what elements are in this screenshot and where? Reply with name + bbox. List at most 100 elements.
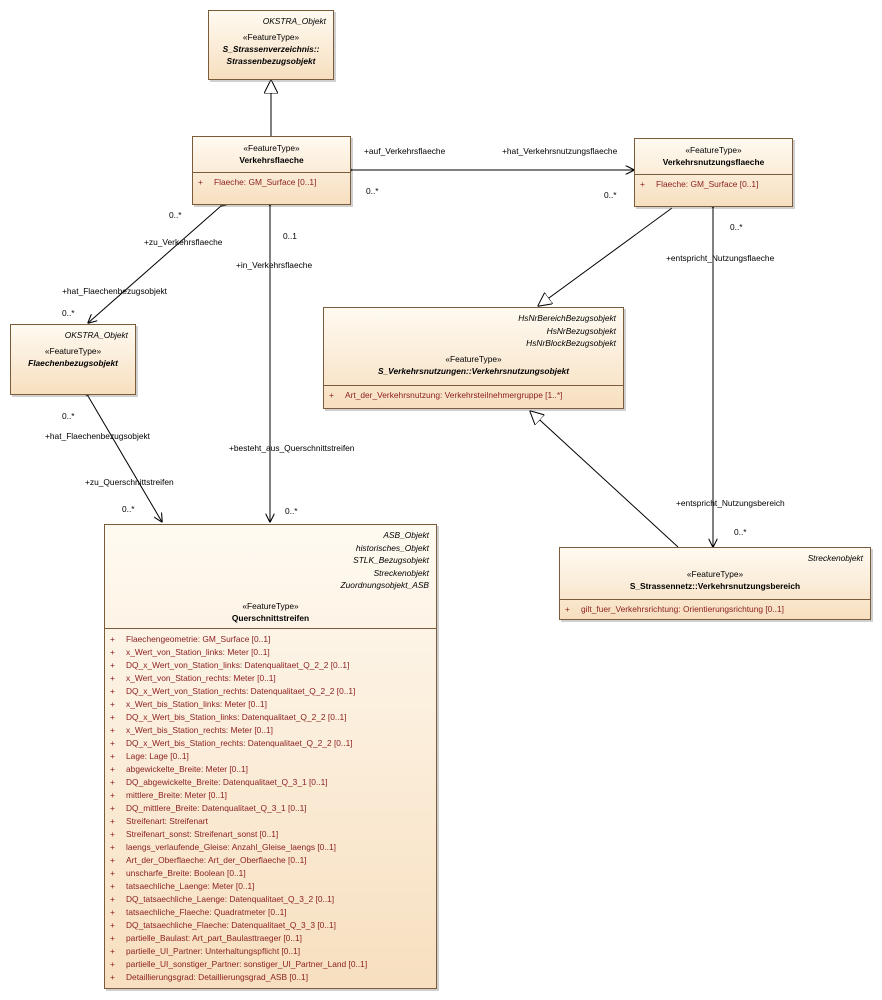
attribute[interactable]: +x_Wert_bis_Station_rechts: Meter [0..1]	[109, 724, 432, 737]
attribute[interactable]: +Flaechengeometrie: GM_Surface [0..1]	[109, 633, 432, 646]
class-name: Querschnittstreifen	[231, 612, 310, 623]
attribute-text: Lage: Lage [0..1]	[126, 751, 189, 761]
multiplicity-label: 0..*	[122, 504, 135, 514]
multiplicity-label: 0..*	[62, 411, 75, 421]
attribute[interactable]: +DQ_x_Wert_bis_Station_links: Datenquali…	[109, 711, 432, 724]
visibility-marker: +	[110, 673, 115, 683]
attribute[interactable]: + Art_der_Verkehrsnutzung: Verkehrsteilne…	[328, 389, 619, 402]
multiplicity-label: 0..*	[730, 222, 743, 232]
attribute-text: DQ_tatsaechliche_Flaeche: Datenqualitaet…	[126, 920, 336, 930]
attribute[interactable]: +Streifenart: Streifenart	[109, 815, 432, 828]
tagged-value: HsNrBezugsobjekt	[546, 325, 616, 336]
attribute-text: mittlere_Breite: Meter [0..1]	[126, 790, 228, 800]
attribute[interactable]: +DQ_abgewickelte_Breite: Datenqualitaet_…	[109, 776, 432, 789]
visibility-marker: +	[110, 946, 115, 956]
visibility-marker: +	[110, 920, 115, 930]
class-verkehrsnutzungsbereich[interactable]: Streckenobjekt «FeatureType» S_Strassenn…	[559, 547, 871, 620]
stereotype: «FeatureType»	[243, 143, 300, 153]
multiplicity-label: 0..*	[604, 190, 617, 200]
visibility-marker: +	[110, 881, 115, 891]
attribute[interactable]: +DQ_mittlere_Breite: Datenqualitaet_Q_3_…	[109, 802, 432, 815]
attribute[interactable]: +mittlere_Breite: Meter [0..1]	[109, 789, 432, 802]
stereotype: «FeatureType»	[242, 31, 300, 42]
class-name: Verkehrsflaeche	[239, 155, 304, 165]
tagged-value: OKSTRA_Objekt	[64, 330, 128, 340]
attribute[interactable]: +tatsaechliche_Flaeche: Quadratmeter [0.…	[109, 906, 432, 919]
attribute[interactable]: + partielle_UI_Partner: Unterhaltungspfli…	[109, 945, 432, 958]
role-label: +zu_Verkehrsflaeche	[144, 237, 223, 247]
visibility-marker: +	[110, 907, 115, 917]
role-label: +besteht_aus_Querschnittstreifen	[229, 443, 355, 453]
attribute-text: Detaillierungsgrad: Detaillierungsgrad_A…	[126, 972, 309, 982]
tagged-value: historisches_Objekt	[355, 542, 429, 553]
visibility-marker: +	[110, 894, 115, 904]
attribute-text: tatsaechliche_Laenge: Meter [0..1]	[126, 881, 255, 891]
class-name: Verkehrsnutzungsflaeche	[662, 157, 765, 167]
attribute-text: DQ_x_Wert_bis_Station_rechts: Datenquali…	[126, 738, 353, 748]
attribute[interactable]: +partielle_Baulast: Art_part_Baulasttrae…	[109, 932, 432, 945]
class-verkehrsnutzungsobjekt[interactable]: HsNrBereichBezugsobjekt HsNrBezugsobjekt…	[323, 307, 624, 409]
attribute-text: unscharfe_Breite: Boolean [0..1]	[126, 868, 246, 878]
attribute-text: partielle_UI_Partner: Unterhaltungspflic…	[126, 946, 301, 956]
attribute[interactable]: +laengs_verlaufende_Gleise: Anzahl_Gleis…	[109, 841, 432, 854]
attribute[interactable]: +DQ_x_Wert_von_Station_links: Datenquali…	[109, 659, 432, 672]
attribute[interactable]: +DQ_tatsaechliche_Laenge: Datenqualitaet…	[109, 893, 432, 906]
attribute-text: Art_der_Verkehrsnutzung: Verkehrsteilneh…	[345, 390, 563, 400]
role-label: +hat_Flaechenbezugsobjekt	[45, 431, 150, 441]
visibility-marker: +	[110, 933, 115, 943]
attribute-text: DQ_mittlere_Breite: Datenqualitaet_Q_3_1…	[126, 803, 307, 813]
tagged-value: Streckenobjekt	[807, 553, 863, 563]
attribute[interactable]: +DQ_x_Wert_von_Station_rechts: Datenqual…	[109, 685, 432, 698]
attribute-text: x_Wert_von_Station_links: Meter [0..1]	[126, 647, 270, 657]
attribute-text: x_Wert_bis_Station_rechts: Meter [0..1]	[126, 725, 273, 735]
class-flaechenbezugsobjekt[interactable]: OKSTRA_Objekt «FeatureType» Flaechenbezu…	[10, 324, 136, 395]
visibility-marker: +	[110, 764, 115, 774]
multiplicity-label: 0..*	[62, 308, 75, 318]
attribute-text: DQ_x_Wert_bis_Station_links: Datenqualit…	[126, 712, 347, 722]
attribute[interactable]: +partielle_UI_sonstiger_Partner: sonstig…	[109, 958, 432, 971]
visibility-marker: +	[110, 751, 115, 761]
generalization-verkehrsnutzungsbereich	[530, 411, 679, 548]
attribute[interactable]: + abgewickelte_Breite: Meter [0..1]	[109, 763, 432, 776]
role-label: +auf_Verkehrsflaeche	[364, 146, 446, 156]
visibility-marker: +	[329, 390, 334, 400]
attribute-text: gilt_fuer_Verkehrsrichtung: Orientierung…	[581, 604, 784, 614]
attribute[interactable]: +Streifenart_sonst: Streifenart_sonst [0…	[109, 828, 432, 841]
attribute[interactable]: +unscharfe_Breite: Boolean [0..1]	[109, 867, 432, 880]
attribute[interactable]: +Detaillierungsgrad: Detaillierungsgrad_…	[109, 971, 432, 984]
multiplicity-label: 0..1	[283, 231, 297, 241]
attribute[interactable]: + tatsaechliche_Laenge: Meter [0..1]	[109, 880, 432, 893]
stereotype: «FeatureType»	[44, 345, 102, 356]
class-querschnittstreifen[interactable]: ASB_Objekt historisches_Objekt STLK_Bezu…	[104, 524, 437, 989]
attribute[interactable]: +x_Wert_von_Station_rechts: Meter [0..1]	[109, 672, 432, 685]
class-verkehrsflaeche[interactable]: «FeatureType» Verkehrsflaeche +Flaeche: …	[192, 136, 351, 205]
attribute[interactable]: +x_Wert_bis_Station_links: Meter [0..1]	[109, 698, 432, 711]
class-name: Strassenbezugsobjekt	[226, 55, 316, 66]
stereotype: «FeatureType»	[685, 145, 742, 155]
assoc-verkehrsflaeche-flaechenbezugsobjekt	[88, 206, 221, 323]
tagged-value: HsNrBlockBezugsobjekt	[526, 338, 616, 348]
multiplicity-label: 0..*	[169, 210, 182, 220]
tagged-value: ASB_Objekt	[383, 530, 429, 540]
class-verkehrsnutzungsflaeche[interactable]: «FeatureType» Verkehrsnutzungsflaeche +F…	[634, 138, 793, 207]
class-strassenbezugsobjekt[interactable]: OKSTRA_Objekt «FeatureType» S_Strassenve…	[208, 10, 334, 80]
visibility-marker: +	[110, 829, 115, 839]
attribute[interactable]: +Art_der_Oberflaeche: Art_der_Oberflaech…	[109, 854, 432, 867]
attribute-text: abgewickelte_Breite: Meter [0..1]	[126, 764, 248, 774]
visibility-marker: +	[198, 177, 203, 187]
attribute[interactable]: +DQ_x_Wert_bis_Station_rechts: Datenqual…	[109, 737, 432, 750]
attribute[interactable]: +Flaeche: GM_Surface [0..1]	[197, 176, 346, 189]
attribute-text: laengs_verlaufende_Gleise: Anzahl_Gleise…	[126, 842, 336, 852]
visibility-marker: +	[565, 604, 570, 614]
role-label: +hat_Verkehrsnutzungsflaeche	[502, 146, 618, 156]
attribute[interactable]: + Lage: Lage [0..1]	[109, 750, 432, 763]
tagged-value: STLK_Bezugsobjekt	[353, 555, 429, 565]
attribute-text: Art_der_Oberflaeche: Art_der_Oberflaeche…	[126, 855, 307, 865]
attribute[interactable]: +x_Wert_von_Station_links: Meter [0..1]	[109, 646, 432, 659]
attribute[interactable]: +Flaeche: GM_Surface [0..1]	[639, 178, 788, 191]
attribute-text: DQ_x_Wert_von_Station_links: Datenqualit…	[126, 660, 350, 670]
attribute[interactable]: + DQ_tatsaechliche_Flaeche: Datenqualitae…	[109, 919, 432, 932]
attribute-text: DQ_abgewickelte_Breite: Datenqualitaet_Q…	[126, 777, 328, 787]
attribute-text: Flaeche: GM_Surface [0..1]	[656, 179, 759, 189]
attribute[interactable]: + gilt_fuer_Verkehrsrichtung: Orientierun…	[564, 603, 866, 616]
